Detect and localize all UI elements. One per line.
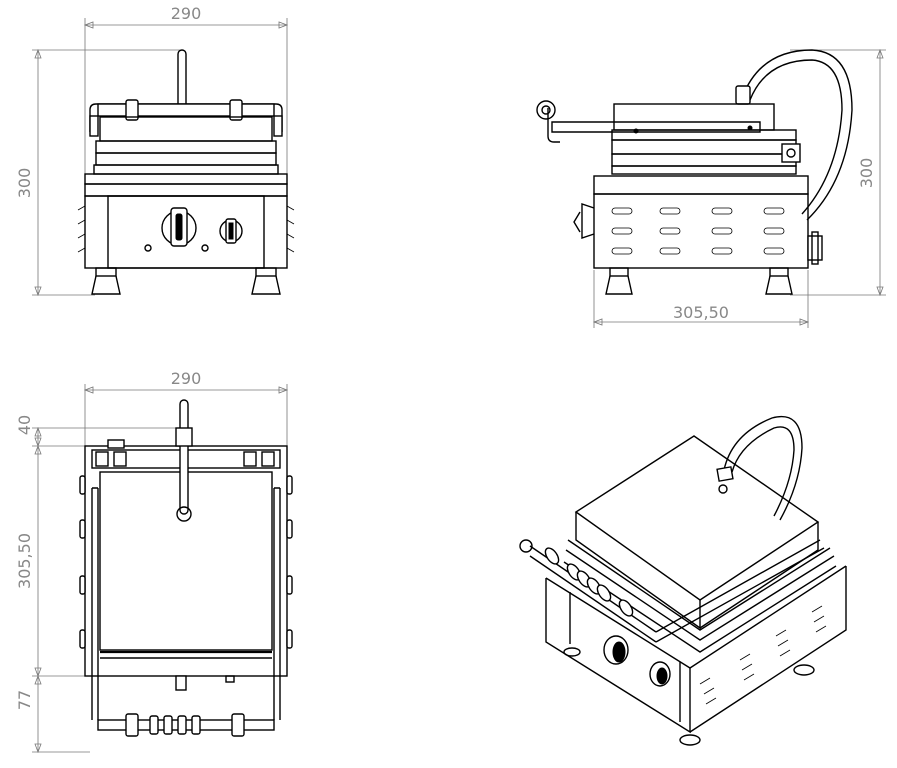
top-handle-depth-label: 77	[15, 690, 34, 710]
isometric-view	[519, 416, 847, 746]
front-height-label: 300	[15, 168, 34, 199]
side-height-label: 300	[857, 158, 876, 189]
top-handle-offset-label: 40	[15, 415, 34, 435]
front-width-label: 290	[171, 4, 202, 23]
top-view: 290 40 305,50 77	[15, 369, 293, 754]
top-width-label: 290	[171, 369, 202, 388]
side-view: 300 305,50	[536, 48, 886, 328]
front-view: 290 300	[15, 4, 295, 297]
top-depth-label: 305,50	[15, 533, 34, 589]
side-depth-label: 305,50	[673, 303, 729, 322]
